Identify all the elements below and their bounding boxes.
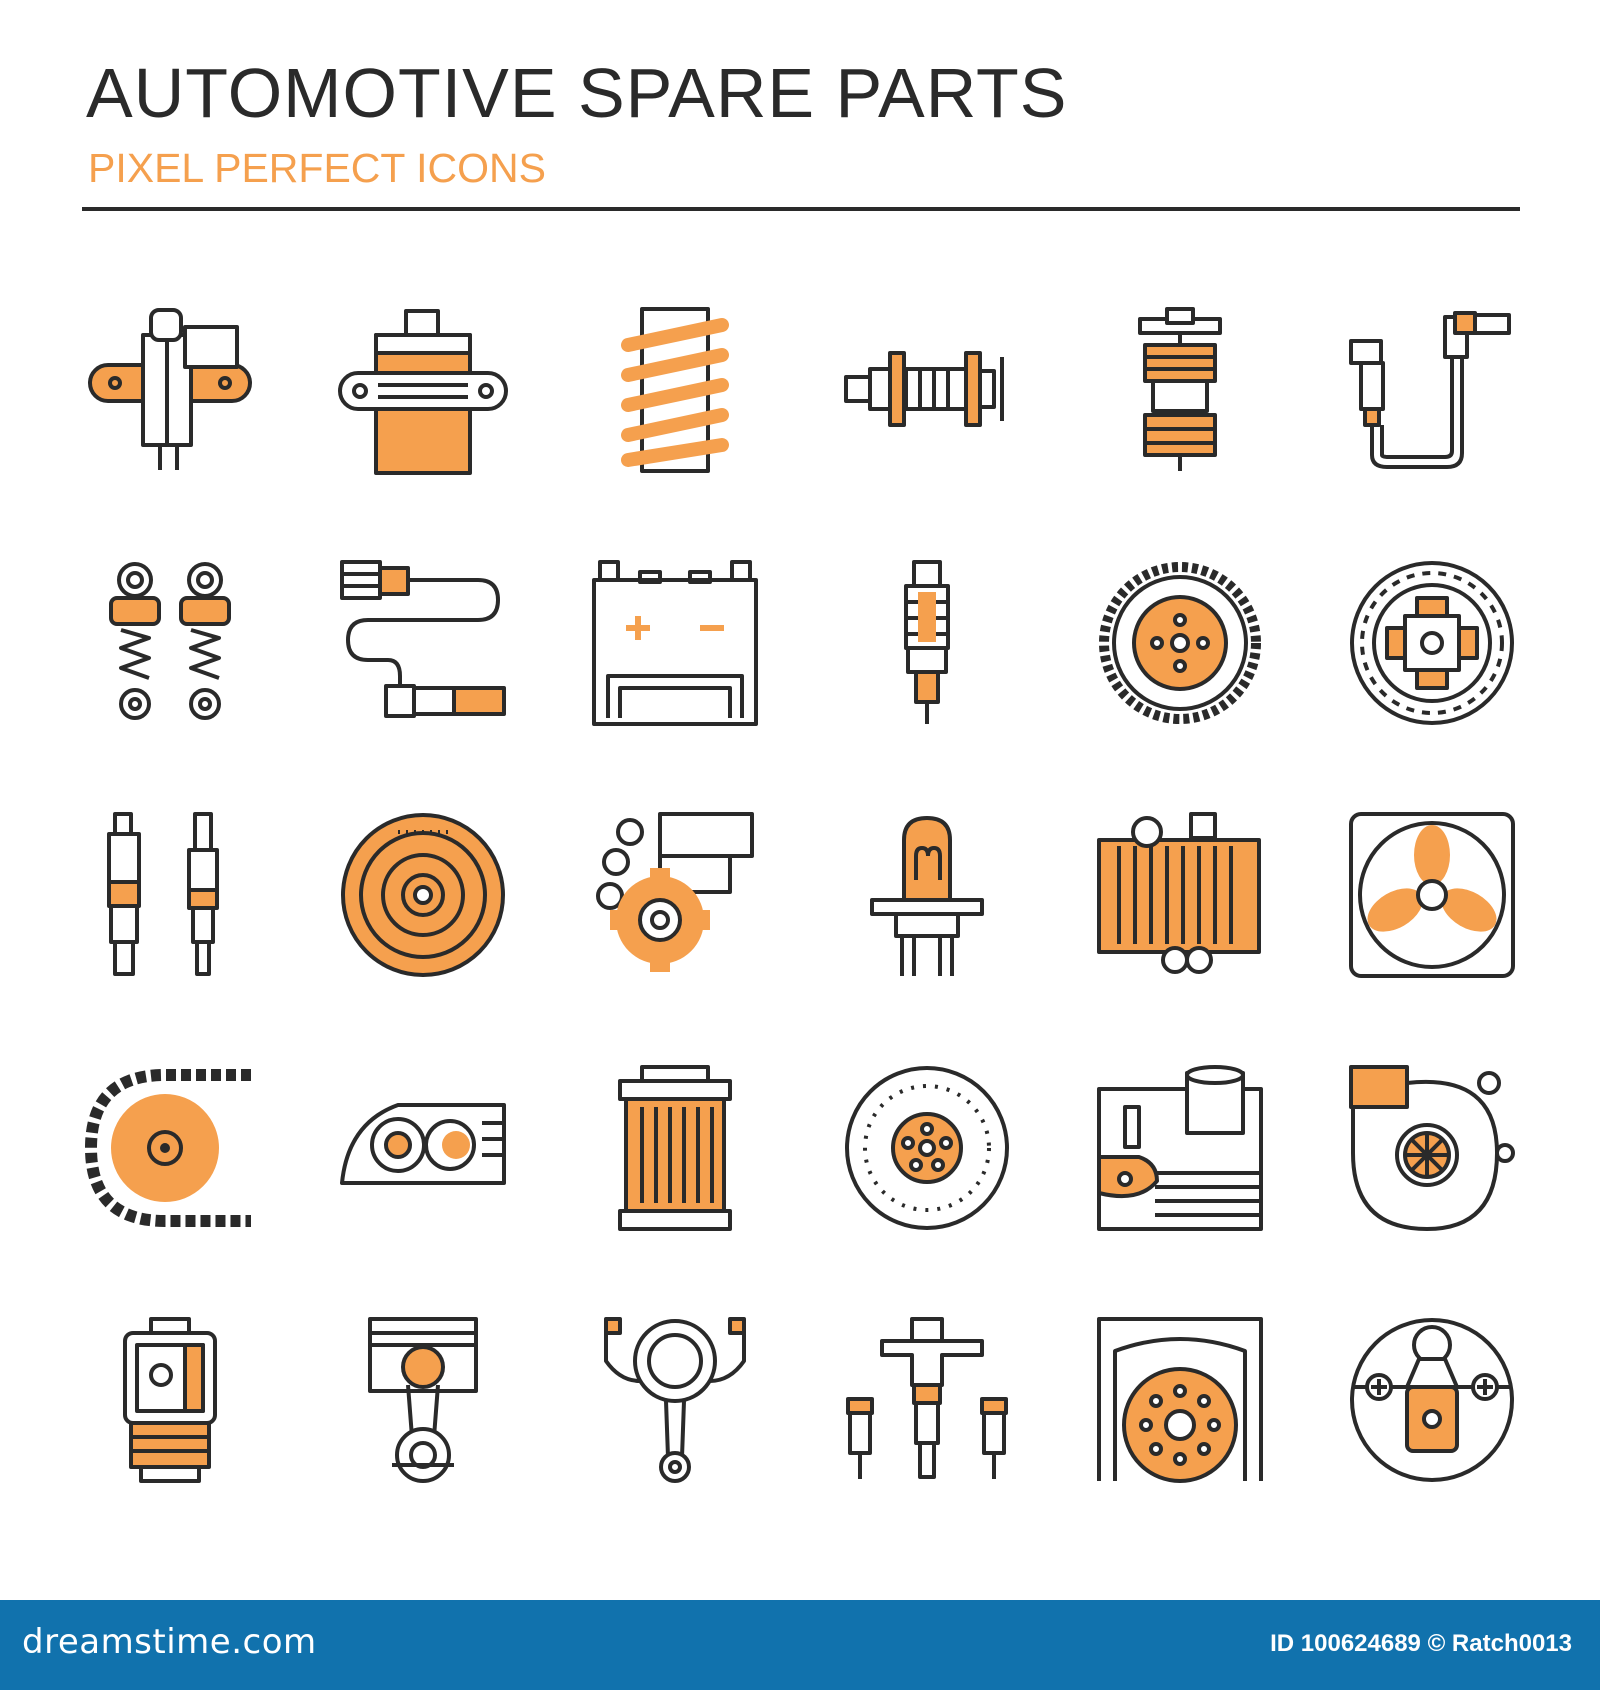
spark-plug-icon [842, 558, 1012, 728]
alternator-icon [85, 1315, 255, 1485]
ignition-coil-icon [338, 305, 508, 475]
footer-bar: dreamstime.com ID 100624689 © Ratch0013 [0, 1600, 1600, 1690]
connecting-rod-icon [590, 1315, 760, 1485]
fuel-injectors-icon [842, 1315, 1012, 1485]
ignition-distributor-icon [85, 305, 255, 475]
page-title: AUTOMOTIVE SPARE PARTS [86, 54, 1068, 132]
brake-drum-icon [1347, 1315, 1517, 1485]
image-id-credit: ID 100624689 © Ratch0013 [1270, 1630, 1572, 1657]
headlight-icon [338, 1063, 508, 1233]
turbocharger-icon [1347, 1063, 1517, 1233]
headlight-bulb-icon [842, 810, 1012, 980]
car-battery-icon [590, 558, 760, 728]
clutch-plate-icon [338, 810, 508, 980]
flywheel-gear-icon [1095, 558, 1265, 728]
clutch-disc-icon [1347, 558, 1517, 728]
timing-gear-icon [590, 810, 760, 980]
sensor-cable-icon [338, 558, 508, 728]
coil-spring-icon [590, 305, 760, 475]
shock-absorbers-icon [85, 558, 255, 728]
oxygen-sensor-cable-icon [1347, 305, 1517, 475]
gear-shaft-icon [1095, 305, 1265, 475]
icon-grid [85, 305, 1517, 1485]
cooling-fan-icon [1347, 810, 1517, 980]
engine-block-icon [1095, 1063, 1265, 1233]
timing-chain-icon [85, 1063, 255, 1233]
page-subtitle: PIXEL PERFECT ICONS [88, 145, 546, 191]
wheel-hub-icon [1095, 1315, 1265, 1485]
glow-plugs-icon [85, 810, 255, 980]
title-divider [82, 207, 1520, 211]
piston-icon [338, 1315, 508, 1485]
crankshaft-icon [842, 305, 1012, 475]
brake-disc-icon [842, 1063, 1012, 1233]
oil-filter-icon [590, 1063, 760, 1233]
radiator-icon [1095, 810, 1265, 980]
footer-brand[interactable]: dreamstime.com [22, 1622, 317, 1662]
